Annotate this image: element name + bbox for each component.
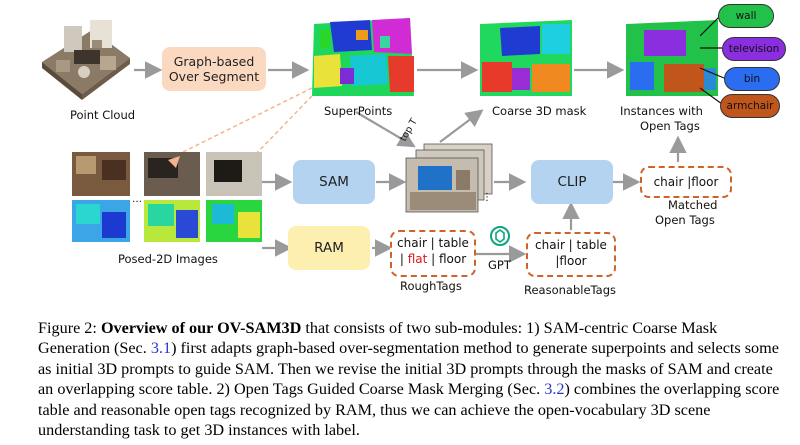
reasonable-tags-line1: chair | table: [535, 238, 607, 252]
rough-tags-line2: | flat | floor: [392, 251, 474, 267]
instance-tag-television: television: [722, 37, 786, 61]
svg-text:⋮: ⋮: [482, 192, 492, 203]
posed-images-label: Posed-2D Images: [118, 252, 218, 266]
instances-label-line2: Open Tags: [640, 119, 700, 133]
reasonable-tags-line2: |floor: [555, 254, 587, 268]
caption-part2: ) first adapts graph-based over-segmenta…: [38, 339, 779, 399]
caption-ref-3-2[interactable]: 3.2: [544, 380, 565, 399]
caption-ref-3-1[interactable]: 3.1: [150, 339, 172, 358]
point-cloud-image: [42, 20, 130, 100]
projection-line-a: [174, 87, 313, 157]
arrow-superpoints-down: [355, 111, 416, 148]
caption-part1: that consists of two sub-modules: 1) SAM…: [38, 319, 718, 358]
figure-caption: Figure 2: Overview of our OV-SAM3D that …: [38, 318, 783, 440]
graph-box-line2: Over Segment: [168, 69, 260, 84]
rough-tags-line1: chair | table: [397, 236, 469, 250]
coarse-mask-label: Coarse 3D mask: [492, 104, 587, 118]
clip-box: CLIP: [531, 160, 613, 204]
ram-box: RAM: [288, 226, 370, 270]
matched-label-line2: Open Tags: [655, 213, 715, 227]
caption-part3: ) combines the overlapping score table a…: [38, 380, 780, 440]
superpoints-image: [312, 18, 414, 96]
caption-fig-label: Figure 2:: [38, 319, 101, 337]
svg-text:…: …: [132, 194, 142, 205]
rough-tags-sep: |: [399, 252, 408, 266]
connector-arrows: [134, 61, 687, 263]
graph-over-segment-box: Graph-based Over Segment: [162, 47, 266, 91]
rough-tags-label: RoughTags: [400, 279, 462, 293]
gpt-label: GPT: [488, 258, 511, 272]
coarse-mask-image: [480, 20, 572, 96]
point-cloud-label: Point Cloud: [70, 108, 136, 122]
rough-tags-box: chair | table | flat | floor: [390, 230, 476, 277]
projection-line-b: [251, 95, 313, 159]
instances-label-line1: Instances with: [620, 104, 703, 118]
instance-tag-bin: bin: [724, 67, 780, 91]
superpoints-label: SuperPoints: [324, 104, 393, 118]
caption-title: Overview of our OV-SAM3D: [100, 319, 302, 337]
instance-tag-armchair: armchair: [720, 94, 780, 118]
top-t-views-image: ⋮: [405, 143, 493, 213]
reasonable-tags-label: ReasonableTags: [524, 283, 616, 297]
arrow-views-to-coarse: [439, 109, 484, 143]
gpt-logo-icon: [490, 226, 510, 246]
matched-label-line1: Matched: [668, 198, 718, 212]
instances-image: [626, 20, 718, 96]
rough-tag-flat: flat: [407, 252, 428, 266]
graph-box-line1: Graph-based: [173, 54, 255, 69]
rough-tags-rest: | floor: [427, 252, 467, 266]
instance-tag-wall: wall: [718, 4, 774, 28]
tag-leader-lines: [700, 15, 725, 105]
reasonable-tags-box: chair | table |floor: [526, 232, 616, 277]
matched-tags-box: chair |floor: [640, 166, 732, 198]
sam-box: SAM: [293, 160, 375, 204]
posed-images-grid: …: [72, 152, 262, 242]
